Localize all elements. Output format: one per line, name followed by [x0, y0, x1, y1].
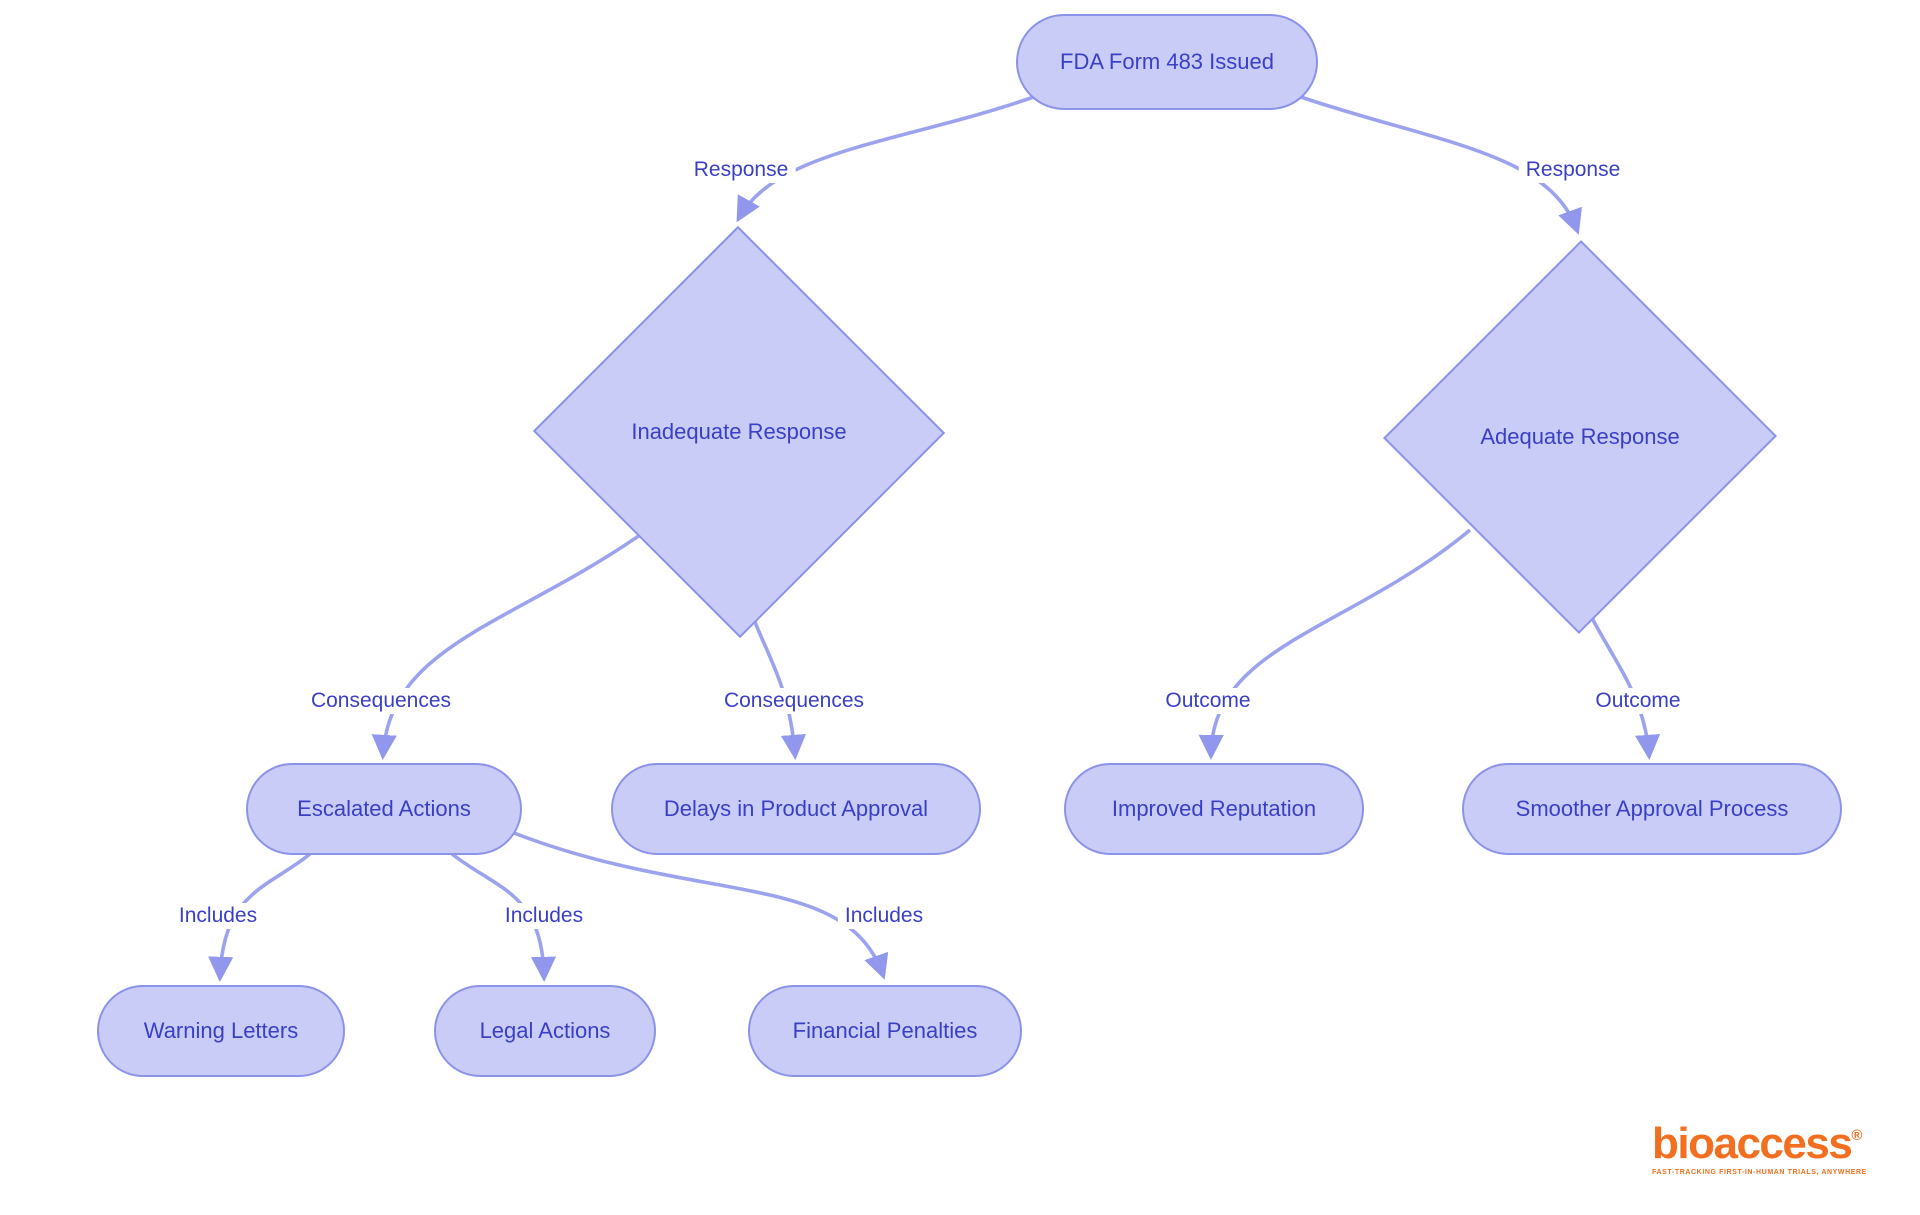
edge-escalated-to-warning	[208, 852, 312, 983]
node-label: Escalated Actions	[297, 795, 471, 821]
node-label: FDA Form 483 Issued	[1060, 48, 1274, 74]
edge-label-outcome-left: Outcome	[1158, 688, 1258, 714]
edge-label-includes-legal: Includes	[497, 903, 591, 929]
node-label: Delays in Product Approval	[663, 795, 929, 821]
logo-tagline: FAST-TRACKING FIRST-IN-HUMAN TRIALS, ANY…	[1652, 1169, 1867, 1176]
bioaccess-logo: bioaccess® FAST-TRACKING FIRST-IN-HUMAN …	[1652, 1122, 1867, 1177]
edge-inadequate-to-delays	[753, 621, 807, 761]
node-fda-form-483: FDA Form 483 Issued	[1016, 14, 1318, 110]
edge-label-includes-financial: Includes	[837, 903, 931, 929]
edge-label-outcome-right: Outcome	[1588, 688, 1688, 714]
node-warning-letters: Warning Letters	[97, 985, 345, 1077]
registered-trademark-symbol: ®	[1851, 1127, 1863, 1144]
edge-label-consequences-right: Consequences	[716, 688, 872, 714]
edge-label-response-right: Response	[1518, 157, 1628, 183]
node-adequate-response: Adequate Response	[1383, 239, 1777, 635]
edge-escalated-to-financial	[513, 831, 889, 980]
node-label: Adequate Response	[1480, 424, 1680, 449]
node-delays-product-approval: Delays in Product Approval	[611, 763, 981, 855]
node-label: Improved Reputation	[1111, 795, 1317, 821]
node-smoother-approval-process: Smoother Approval Process	[1462, 763, 1842, 855]
node-label: Legal Actions	[479, 1017, 611, 1043]
node-label: Financial Penalties	[792, 1017, 978, 1043]
node-improved-reputation: Improved Reputation	[1064, 763, 1364, 855]
edge-fda-to-adequate	[1291, 92, 1582, 235]
node-escalated-actions: Escalated Actions	[246, 763, 522, 855]
edge-inadequate-to-escalated	[371, 533, 642, 761]
edge-adequate-to-improved	[1198, 528, 1472, 761]
edge-escalated-to-legal	[450, 852, 557, 983]
node-label: Warning Letters	[143, 1017, 299, 1043]
node-legal-actions: Legal Actions	[434, 985, 656, 1077]
wordmark-text: bioaccess	[1652, 1119, 1853, 1168]
node-label: Inadequate Response	[631, 419, 847, 444]
edge-adequate-to-smoother	[1590, 617, 1661, 761]
edge-label-consequences-left: Consequences	[303, 688, 459, 714]
bioaccess-wordmark: bioaccess®	[1652, 1122, 1867, 1166]
edge-label-response-left: Response	[686, 157, 796, 183]
edge-fda-to-inadequate	[736, 92, 1043, 223]
node-label: Smoother Approval Process	[1515, 795, 1789, 821]
edge-label-includes-warning: Includes	[171, 903, 265, 929]
node-inadequate-response: Inadequate Response	[532, 225, 946, 639]
node-financial-penalties: Financial Penalties	[748, 985, 1022, 1077]
